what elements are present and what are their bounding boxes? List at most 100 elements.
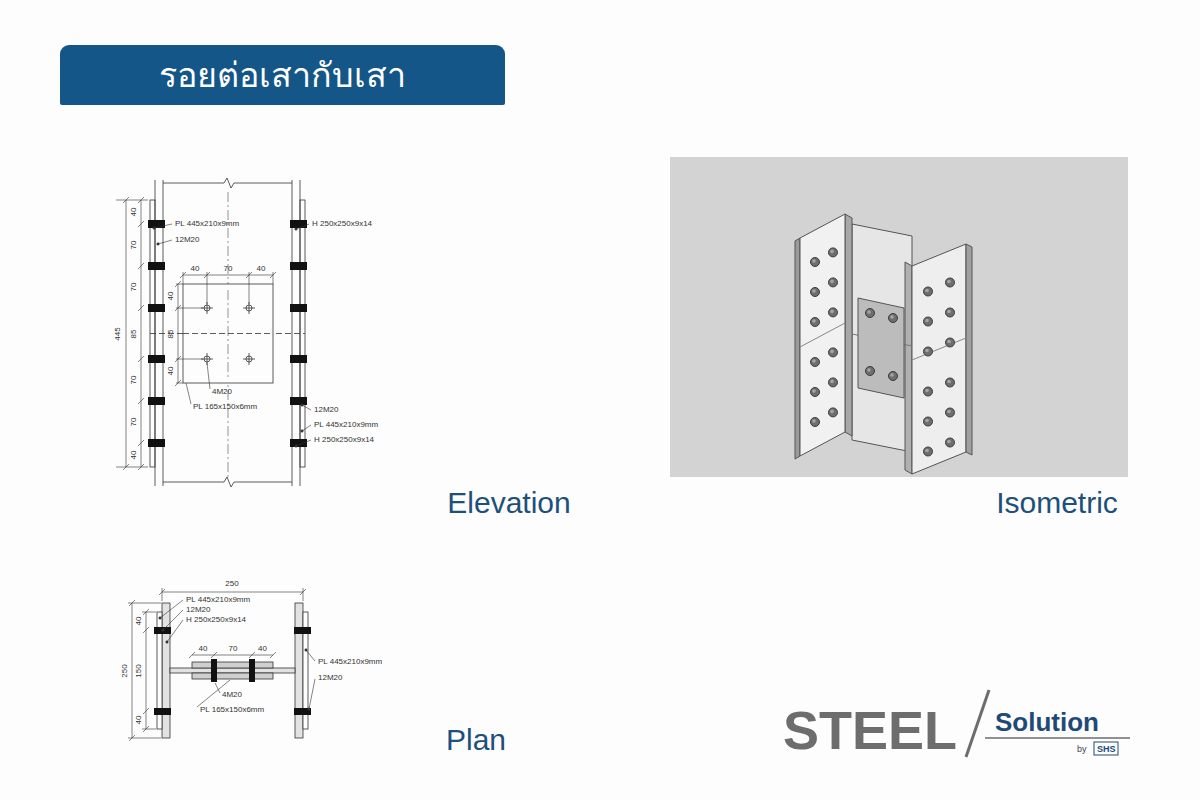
bolt-head (924, 317, 933, 326)
dimension-lines-part (129, 600, 135, 606)
leader-lines-part (157, 243, 159, 245)
logo-marks-part (1094, 742, 1118, 755)
drawing-note: 250 (225, 580, 238, 588)
dimension-lines-part (249, 652, 255, 658)
bolt-highlight (867, 368, 871, 372)
plan-bolts-part (294, 627, 311, 634)
flange-bolts-part (148, 262, 165, 270)
dimension-lines-part (175, 380, 181, 386)
isometric-drawing (670, 157, 1128, 477)
drawing-note: 70 (224, 265, 233, 273)
isometric-drawing-part (852, 224, 912, 452)
bolt-highlight (812, 259, 816, 263)
flange-bolts-part (290, 397, 307, 405)
bolt-highlight (830, 350, 834, 354)
title-text: รอยต่อเสากับเสา (60, 45, 505, 105)
bolt-heads (811, 248, 955, 456)
web-bolt-symbols-part (249, 353, 250, 365)
drawing-note: 70 (130, 283, 138, 292)
dimension-lines-part (176, 308, 203, 309)
leader-lines-part (295, 228, 297, 230)
bolt-head (889, 372, 898, 381)
dimension-lines-part (143, 708, 149, 714)
bolt-highlight (947, 340, 951, 344)
drawing-note: 445 (114, 327, 122, 340)
dimension-lines-part (143, 627, 149, 633)
leader-lines-part (153, 227, 155, 229)
view-label: Elevation (447, 488, 570, 518)
drawing-note: 12M20 (314, 406, 338, 414)
elevation-drawing-part (183, 284, 273, 383)
plan-drawing-part (192, 662, 273, 668)
dimension-lines-part (142, 729, 156, 730)
dimension-lines-part (138, 440, 144, 446)
dimension-lines-part (270, 272, 276, 278)
logo-marks-part (966, 690, 989, 757)
flange-bolts-part (290, 304, 307, 312)
flange-bolts-part (148, 439, 165, 447)
bolt-highlight (830, 280, 834, 284)
plan-drawing-part (170, 668, 295, 673)
bolt-highlight (947, 310, 951, 314)
bolt-highlight (925, 289, 929, 293)
plan-bolts-part (211, 659, 217, 682)
plan-bolts-part (249, 659, 255, 682)
plan-drawing (128, 588, 315, 741)
drawing-note: H 250x250x9x14 (312, 220, 372, 228)
bolt-head (829, 248, 838, 257)
plan-bolts (154, 627, 311, 715)
flange-bolts-part (148, 220, 165, 228)
dimension-lines-part (142, 612, 156, 613)
drawing-note: PL 445x210x9mm (186, 596, 250, 604)
leader-lines-part (309, 679, 315, 709)
drawing-note: H 250x250x9x14 (186, 616, 246, 624)
bolt-highlight (830, 410, 834, 414)
view-label: Isometric (996, 488, 1118, 518)
bolt-head (811, 388, 820, 397)
bolt-head (946, 278, 955, 287)
drawing-note: 40 (130, 208, 138, 217)
bolt-highlight (812, 359, 816, 363)
isometric-drawing-part (670, 157, 1128, 477)
dimension-lines-part (189, 652, 195, 658)
dimension-lines-part (204, 272, 210, 278)
flange-bolts-part (290, 262, 307, 270)
flange-bolts-part (290, 439, 307, 447)
bolt-head (829, 378, 838, 387)
dimension-lines-part (180, 272, 186, 278)
bolt-head (866, 309, 875, 318)
plan-drawing-part (192, 673, 273, 679)
logo-marks-part (985, 737, 1130, 739)
dimension-lines-part (178, 284, 179, 383)
isometric-drawing-part (912, 338, 966, 360)
isometric-drawing-part (800, 323, 845, 347)
leader-lines-part (154, 224, 172, 228)
bolt-head (924, 387, 933, 396)
dimension-lines-part (126, 200, 127, 467)
bolt-head (946, 308, 955, 317)
dimension-lines-part (138, 197, 144, 203)
drawing-note: H 250x250x9x14 (314, 436, 374, 444)
elevation-drawing-part (183, 333, 273, 334)
drawing-note: PL 445x210x9mm (175, 220, 239, 228)
bolt-head (866, 367, 875, 376)
dimension-lines-part (303, 588, 304, 601)
dimension-lines-part (159, 589, 165, 595)
bolt-highlight (812, 319, 816, 323)
dimension-lines-part (138, 356, 144, 362)
bolt-highlight (947, 380, 951, 384)
drawing-note: 40 (167, 367, 175, 376)
drawing-note: 40 (167, 292, 175, 301)
logo-word: Solution (995, 709, 1099, 735)
dimension-lines-part (175, 281, 181, 287)
bolt-highlight (830, 250, 834, 254)
drawing-note: 12M20 (186, 606, 210, 614)
bolt-highlight (890, 315, 894, 319)
dimension-lines (128, 588, 306, 741)
dimension-lines (116, 197, 276, 470)
leader-lines-part (159, 617, 161, 619)
dimension-lines-part (162, 588, 163, 601)
logo-word: STEEL (783, 703, 957, 757)
leader-lines-part (302, 425, 311, 431)
